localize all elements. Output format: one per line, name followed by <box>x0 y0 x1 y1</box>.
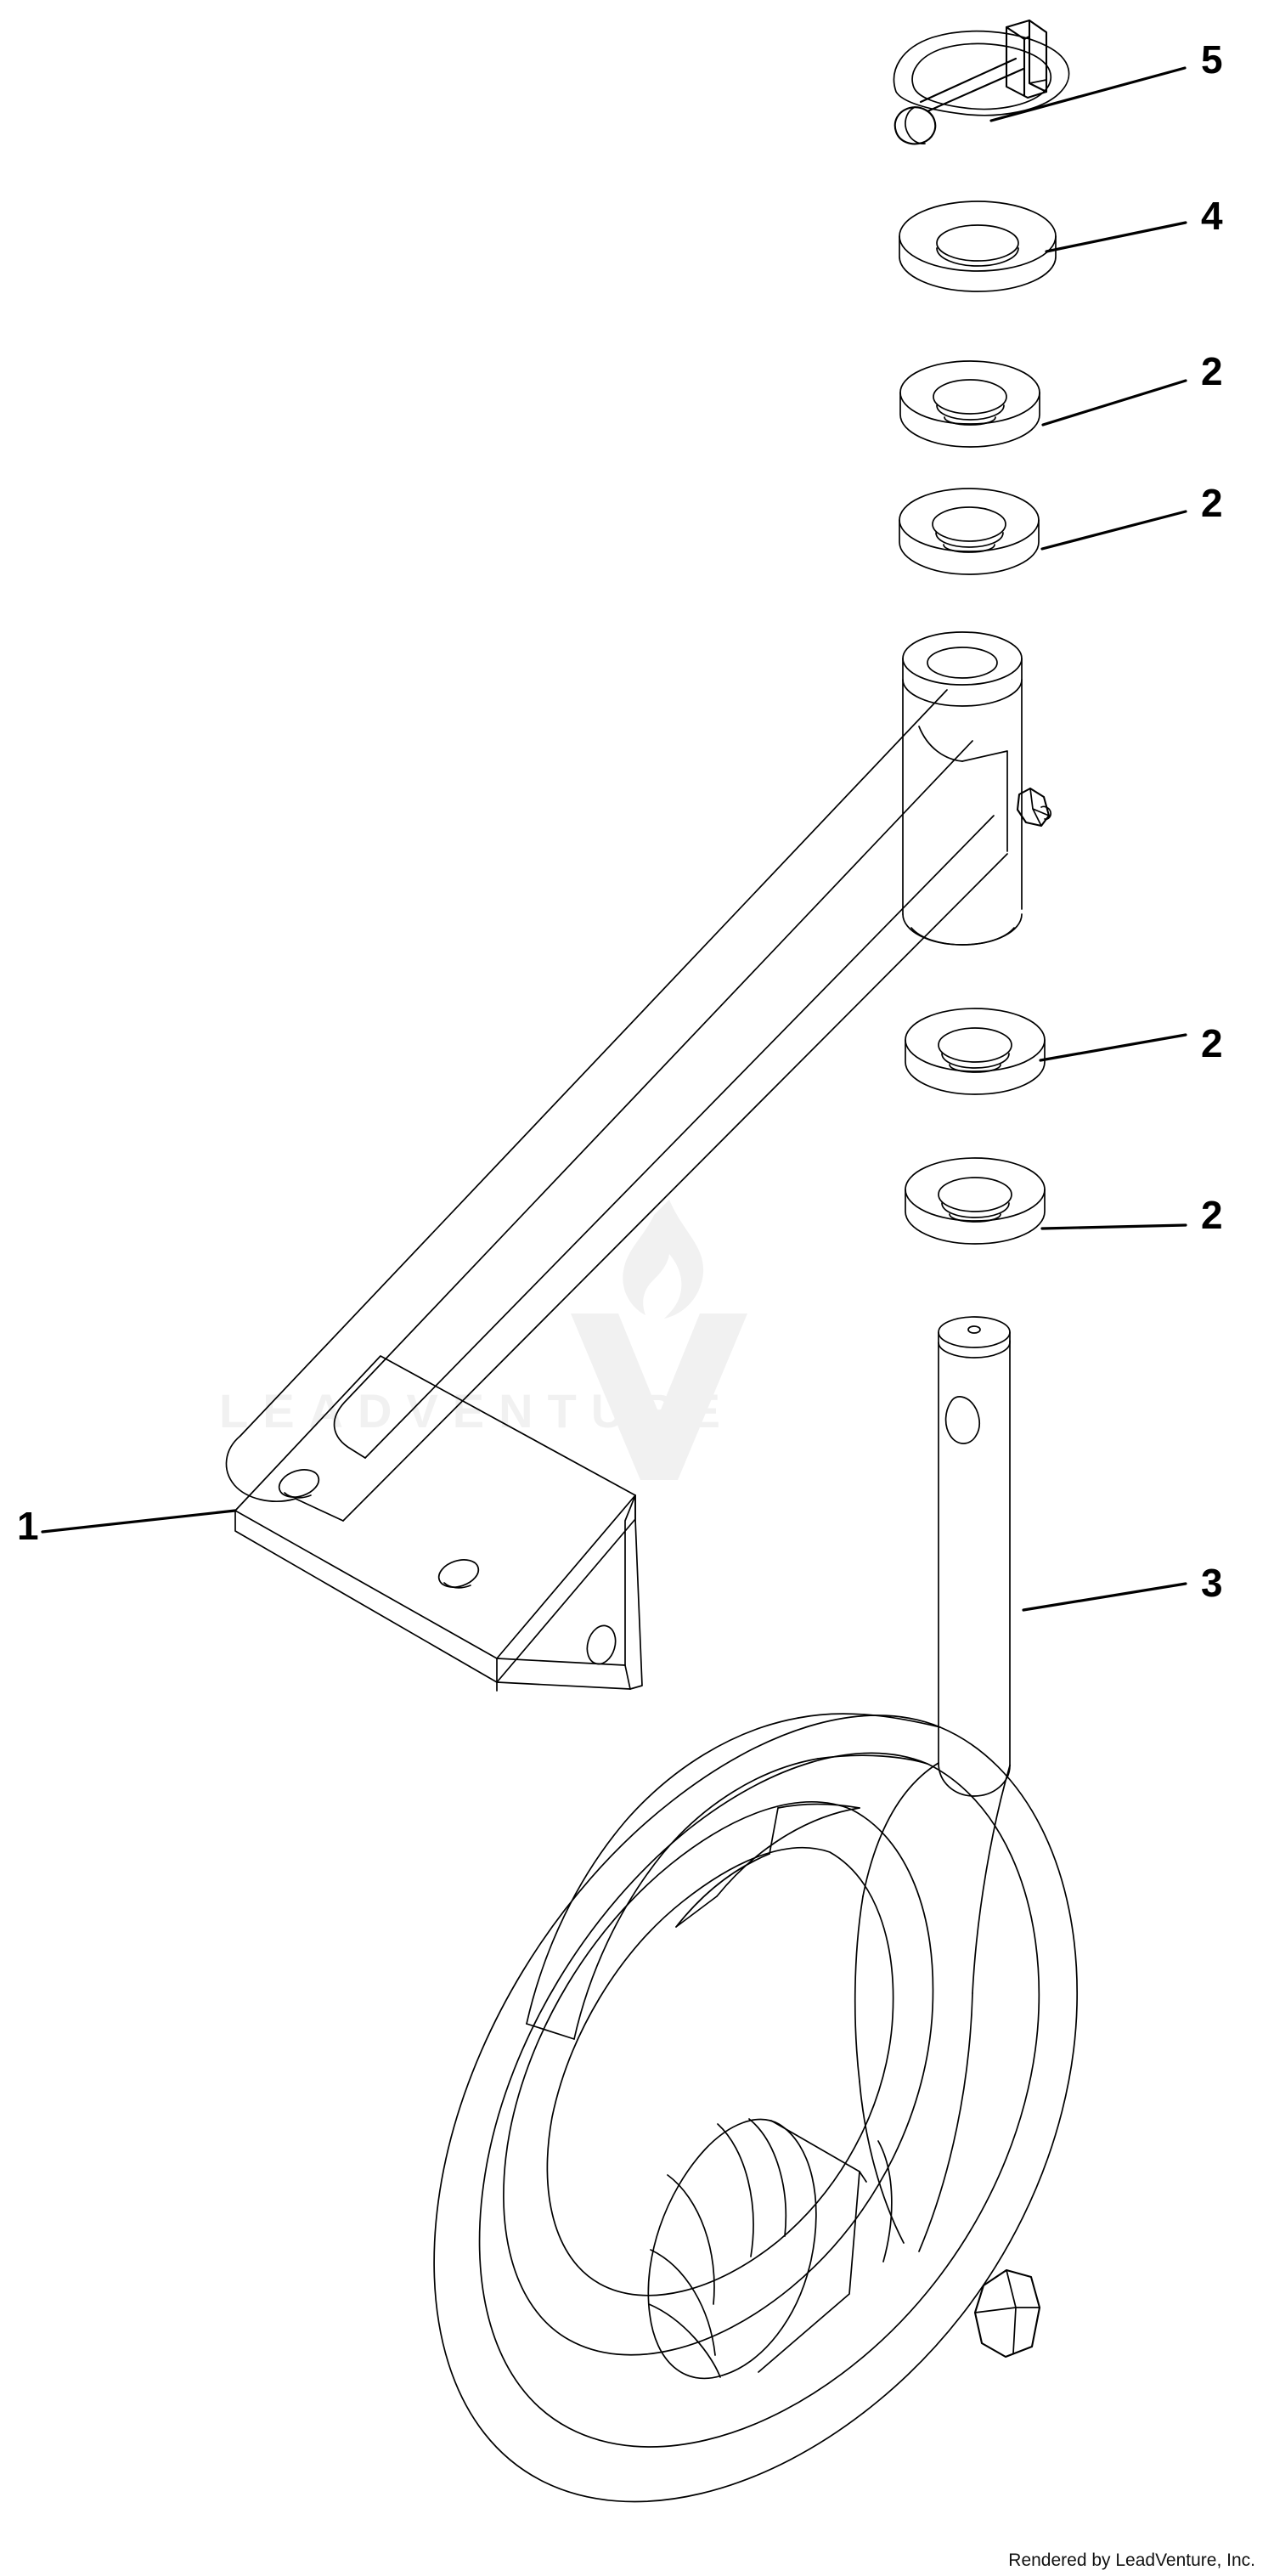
part-bearing-upper-1 <box>899 360 1040 448</box>
callout-5-leader <box>989 66 1187 122</box>
callout-2-lower-1[interactable]: 2 <box>1039 1021 1223 1065</box>
part-pivot-shaft <box>938 1316 1011 1797</box>
callout-2d-label: 2 <box>1201 1193 1223 1237</box>
part-caster-fork-arm <box>225 631 1051 1692</box>
callout-4-label: 4 <box>1201 194 1223 238</box>
watermark-label: LEADVENTURE <box>219 1384 735 1438</box>
callout-2-upper-1[interactable]: 2 <box>1041 349 1223 427</box>
callout-5[interactable]: 5 <box>989 37 1223 122</box>
callout-layer: 5 4 2 2 2 2 <box>17 37 1223 1612</box>
callout-4-leader <box>1045 221 1187 253</box>
leadventure-flame-v-logo-icon <box>571 1200 747 1480</box>
callout-5-label: 5 <box>1201 37 1223 82</box>
callout-1-label: 1 <box>17 1504 39 1548</box>
part-hairpin-cotter-pin <box>893 19 1070 145</box>
callout-1-leader <box>41 1509 237 1534</box>
callout-2-lower-2[interactable]: 2 <box>1040 1193 1223 1237</box>
callout-2b-label: 2 <box>1201 481 1223 525</box>
part-bearing-lower-2 <box>905 1157 1046 1245</box>
callout-2a-leader <box>1041 379 1187 427</box>
callout-4[interactable]: 4 <box>1045 194 1223 253</box>
leadventure-watermark: LEADVENTURE <box>219 1200 747 1480</box>
part-bearing-lower-1 <box>905 1008 1046 1095</box>
callout-2a-label: 2 <box>1201 349 1223 393</box>
part-flat-washer <box>899 201 1057 292</box>
callout-3-label: 3 <box>1201 1561 1223 1605</box>
callout-3-leader <box>1022 1582 1187 1612</box>
callout-2c-leader <box>1039 1033 1187 1062</box>
callout-2d-leader <box>1040 1223 1187 1230</box>
render-credit-footer: Rendered by LeadVenture, Inc. <box>1008 2551 1255 2570</box>
callout-2-upper-2[interactable]: 2 <box>1040 481 1223 551</box>
part-caster-wheel <box>433 1713 1078 2503</box>
part-bearing-upper-2 <box>899 488 1040 575</box>
callout-3[interactable]: 3 <box>1022 1561 1223 1612</box>
callout-2c-label: 2 <box>1201 1021 1223 1065</box>
callout-1[interactable]: 1 <box>17 1504 237 1548</box>
callout-2b-leader <box>1040 510 1187 551</box>
